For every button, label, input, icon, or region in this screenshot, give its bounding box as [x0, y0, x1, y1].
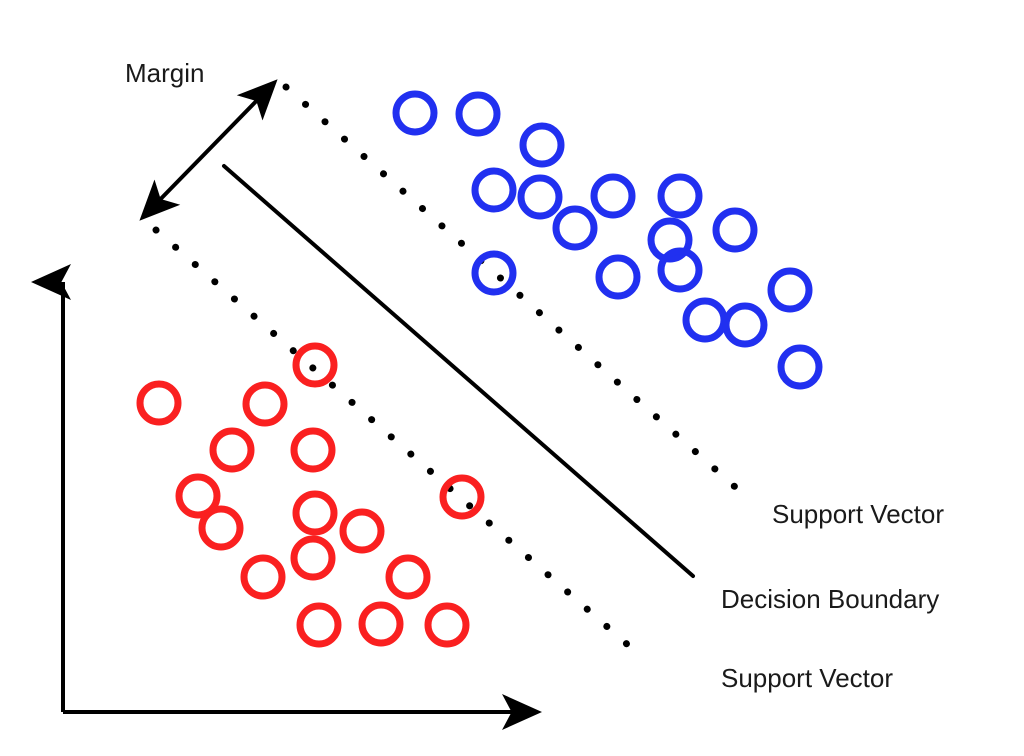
margin-arrow	[139, 79, 278, 221]
data-point	[712, 207, 758, 253]
data-point	[517, 174, 563, 220]
support-vector-point	[439, 474, 485, 520]
data-point	[136, 380, 182, 426]
data-point	[392, 90, 438, 136]
data-point	[595, 254, 641, 300]
support-vector-point	[471, 250, 517, 296]
data-point	[385, 554, 431, 600]
support-vector-top-label: Support Vector	[772, 499, 944, 529]
support-vector-line-upper	[282, 83, 756, 506]
support-vector-lines-group	[152, 83, 756, 664]
support-vector-point	[292, 342, 338, 388]
decision-boundary-label: Decision Boundary	[721, 584, 939, 614]
data-point	[209, 427, 255, 473]
support-vector-bottom-label: Support Vector	[721, 663, 893, 693]
data-point	[339, 508, 385, 554]
data-point	[296, 602, 342, 648]
data-point	[242, 381, 288, 427]
data-point	[682, 297, 728, 343]
data-point	[657, 173, 703, 219]
data-point	[290, 427, 336, 473]
data-point	[358, 601, 404, 647]
data-point	[290, 535, 336, 581]
margin-label: Margin	[125, 58, 204, 88]
series-negative	[136, 342, 485, 648]
data-point	[647, 217, 693, 263]
series-positive	[392, 90, 823, 390]
data-point	[590, 173, 636, 219]
data-point	[455, 91, 501, 137]
data-point	[240, 554, 286, 600]
data-point	[175, 473, 221, 519]
data-points-group	[136, 90, 823, 648]
data-point	[722, 302, 768, 348]
data-point	[657, 247, 703, 293]
data-point	[424, 602, 470, 648]
data-point	[292, 490, 338, 536]
data-point	[767, 267, 813, 313]
axes-group	[31, 264, 542, 730]
data-point	[777, 344, 823, 390]
data-point	[471, 167, 517, 213]
data-point	[519, 122, 565, 168]
data-point	[552, 205, 598, 251]
data-point	[198, 505, 244, 551]
decision-boundary-line	[222, 164, 695, 578]
